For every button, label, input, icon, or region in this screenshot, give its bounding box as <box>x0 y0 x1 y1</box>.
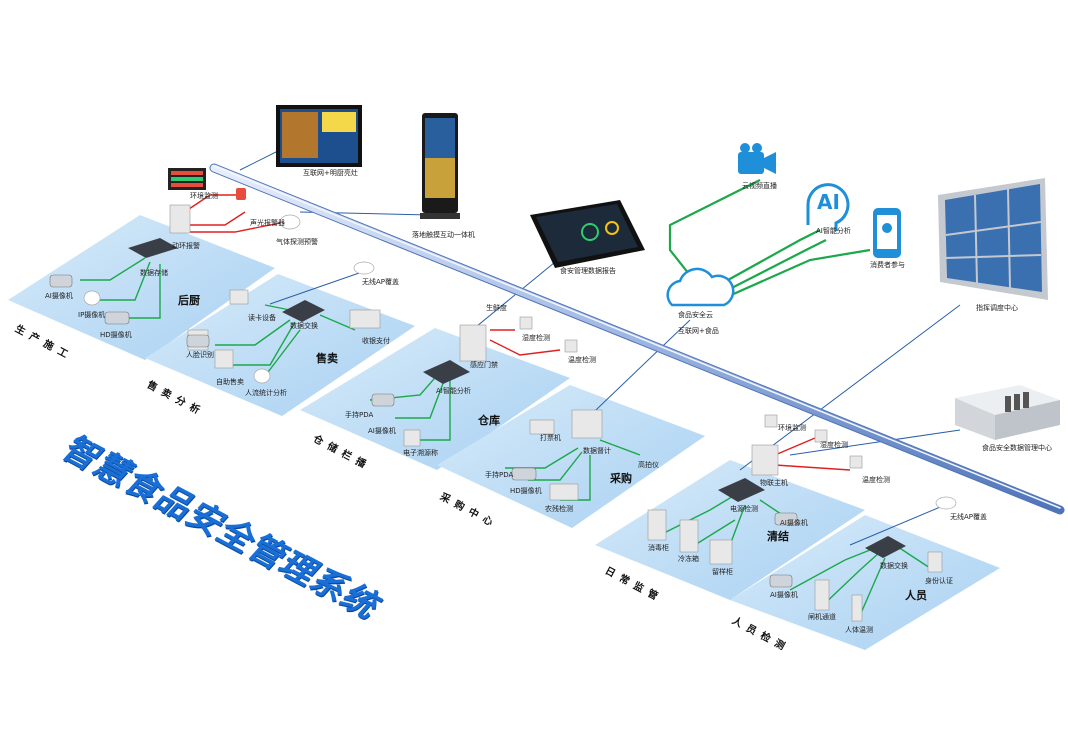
kiosk-icon <box>420 113 460 219</box>
wh-ai-label: AI智能分析 <box>436 387 471 395</box>
tablet-icon <box>530 200 645 268</box>
command-center-label: 指挥调度中心 <box>976 304 1018 312</box>
ap-top-label: 无线AP覆盖 <box>362 278 400 286</box>
backbone-pipe <box>209 163 1065 515</box>
clean-freezer-label: 冷冻箱 <box>678 555 699 563</box>
per-id-label: 身份认证 <box>925 577 953 585</box>
ai-analysis-label: AI智能分析 <box>816 227 851 235</box>
zone-purchase-name: 采购 <box>610 472 632 485</box>
zone-kitchen-platform <box>8 215 275 360</box>
per-switch-label: 数据交换 <box>880 562 908 570</box>
sales-switch-label: 数据交换 <box>290 322 318 330</box>
wh-fresh-label: 生鲜度 <box>486 304 507 312</box>
zone-personnel-name: 人员 <box>905 589 927 602</box>
cloud-icon <box>666 267 735 307</box>
pur-audit-label: 数据督计 <box>583 447 611 455</box>
cloud-label: 食品安全云 <box>678 311 713 319</box>
phone-icon <box>873 208 901 258</box>
tablet-label: 食安管理数据报告 <box>560 267 616 275</box>
kitchen-gas-label: 气体探测预警 <box>276 238 318 246</box>
ai-text-mark: AI <box>817 190 840 214</box>
zone-platforms <box>8 215 1000 650</box>
zone-warehouse-name: 仓库 <box>478 414 500 427</box>
wh-humid-label: 湿度检测 <box>522 334 550 342</box>
pur-hd-cam-label: HD摄像机 <box>510 487 542 495</box>
pur-printer-label: 打票机 <box>540 434 561 442</box>
clean-temp-label: 温度检测 <box>862 476 890 484</box>
kitchen-ip-cam-label: IP摄像机 <box>78 311 106 319</box>
server-room-icon <box>955 385 1060 440</box>
sales-flow-label: 人流统计分析 <box>245 389 287 397</box>
clean-power-label: 电源检测 <box>730 505 758 513</box>
kitchen-ai-cam-label: AI摄像机 <box>45 292 73 300</box>
zone-kitchen-name: 后厨 <box>178 294 200 307</box>
zone-personnel-platform <box>730 515 1000 650</box>
cloud-links <box>668 179 871 302</box>
display-screen-icon <box>276 105 362 167</box>
per-temp-label: 人体温测 <box>845 626 873 634</box>
zone-links <box>80 194 931 621</box>
wh-pda-label: 手持PDA <box>345 411 374 419</box>
wh-temp-label: 温度检测 <box>568 356 596 364</box>
zone-cleaning-platform <box>595 460 865 600</box>
zone-sales-name: 售卖 <box>316 352 338 365</box>
pur-pesticide-label: 农残检测 <box>545 505 573 513</box>
zone-cleaning-name: 清结 <box>767 530 789 543</box>
camera-icons <box>49 274 798 588</box>
per-ai-cam-label: AI摄像机 <box>770 591 798 599</box>
consumer-label: 消费者参与 <box>870 261 905 269</box>
clean-env-label: 环境监测 <box>778 424 806 432</box>
dome-icons <box>83 214 957 510</box>
sales-card-label: 读卡设备 <box>248 314 276 322</box>
kitchen-env-label: 环境监测 <box>190 192 218 200</box>
zone-purchase-platform <box>437 385 705 528</box>
per-gate-label: 闸机通道 <box>808 613 836 621</box>
datacenter-label: 食品安全数据管理中心 <box>982 444 1052 452</box>
kitchen-storage-label: 数据存储 <box>140 269 168 277</box>
video-wall-icon <box>938 178 1048 300</box>
wh-scale-label: 电子溯源称 <box>403 449 438 457</box>
cloud-video-label: 云视频直播 <box>742 182 777 190</box>
pur-scanner-label: 高拍仪 <box>638 461 659 469</box>
kitchen-alarm-label: 声光报警器 <box>250 219 285 227</box>
kitchen-dynamic-label: 动环报警 <box>172 242 200 250</box>
clean-ai-cam-label: AI摄像机 <box>780 519 808 527</box>
clean-disinfect-label: 消毒柜 <box>648 544 669 552</box>
video-camera-icon <box>738 143 776 174</box>
zone-sales-platform <box>145 274 415 416</box>
kiosk-label: 落地触摸互动一体机 <box>412 231 475 239</box>
screen-label: 互联网+明厨亮灶 <box>303 169 358 177</box>
ai-head-icon <box>806 183 850 231</box>
per-ap-label: 无线AP覆盖 <box>950 513 988 521</box>
cloud-sub-label: 互联网+食品 <box>678 327 719 335</box>
clean-sample-label: 留样柜 <box>712 568 733 576</box>
led-panel-icon <box>168 168 206 190</box>
network-device-icons <box>128 238 906 558</box>
device-icons <box>49 105 1060 622</box>
zone-warehouse-platform <box>300 328 570 470</box>
alarm-icon <box>236 188 246 200</box>
wh-ai-cam-label: AI摄像机 <box>368 427 396 435</box>
wh-door-label: 感应门禁 <box>470 361 498 369</box>
clean-iot-label: 物联主机 <box>760 479 788 487</box>
sales-self-label: 自助售卖 <box>216 378 244 386</box>
sales-pay-label: 收银支付 <box>362 337 390 345</box>
kitchen-hd-cam-label: HD摄像机 <box>100 331 132 339</box>
sales-face-label: 人脸识别 <box>186 351 214 359</box>
clean-humid-label: 湿度检测 <box>820 441 848 449</box>
pur-pda-label: 手持PDA <box>485 471 514 479</box>
